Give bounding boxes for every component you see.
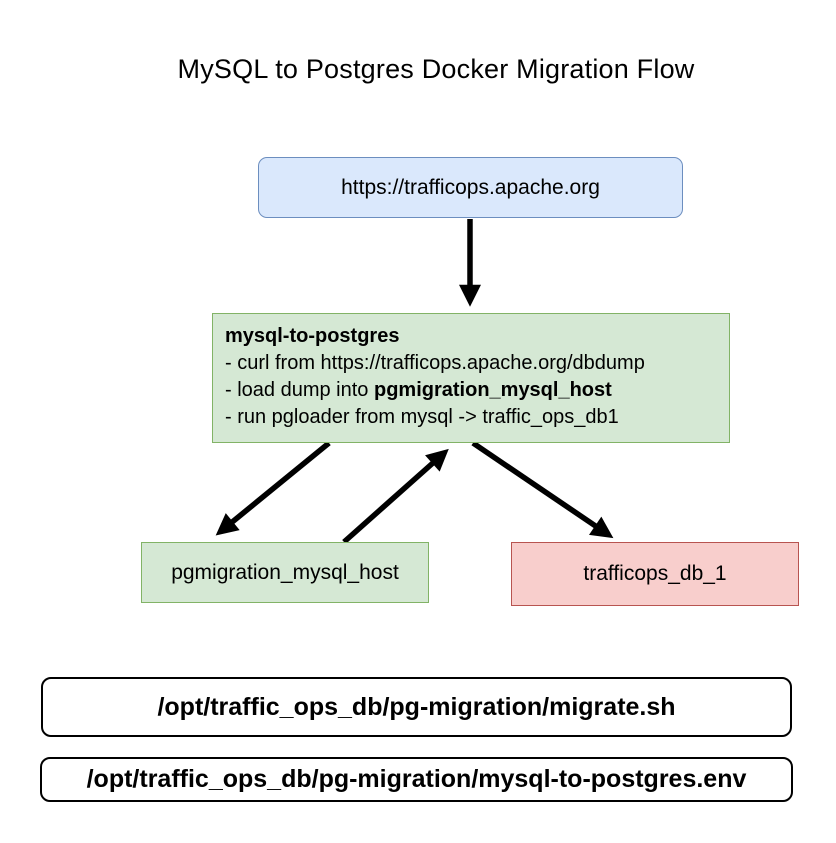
migrate-script-path-label: /opt/traffic_ops_db/pg-migration/migrate…	[157, 692, 676, 721]
postgres-db-label: trafficops_db_1	[583, 562, 727, 585]
env-file-path-box: /opt/traffic_ops_db/pg-migration/mysql-t…	[40, 757, 793, 802]
source-url-box: https://trafficops.apache.org	[258, 157, 683, 218]
diagram-title: MySQL to Postgres Docker Migration Flow	[177, 54, 695, 84]
mysql-host-label: pgmigration_mysql_host	[171, 560, 399, 584]
process-box-bullet-curl: - curl from https://trafficops.apache.or…	[225, 352, 645, 374]
source-url-label: https://trafficops.apache.org	[341, 175, 600, 199]
process-box-bullet-load-target: pgmigration_mysql_host	[373, 379, 612, 401]
process-box-title: mysql-to-postgres	[225, 325, 400, 347]
process-box-bullet-load: - load dump into pgmigration_mysql_host	[225, 377, 717, 404]
mysql-host-box: pgmigration_mysql_host	[141, 542, 429, 603]
arrow-mysql-host-to-process	[342, 448, 449, 545]
process-box: mysql-to-postgres - curl from https://tr…	[212, 313, 730, 443]
process-box-bullet-pgloader: - run pgloader from mysql -> traffic_ops…	[225, 406, 619, 428]
env-file-path-label: /opt/traffic_ops_db/pg-migration/mysql-t…	[86, 765, 747, 793]
arrow-process-to-postgres-db	[471, 440, 614, 539]
arrow-process-to-mysql-host	[215, 440, 331, 536]
process-box-bullet-load-prefix: - load dump into	[225, 379, 374, 401]
migrate-script-path-box: /opt/traffic_ops_db/pg-migration/migrate…	[41, 677, 792, 737]
postgres-db-box: trafficops_db_1	[511, 542, 799, 606]
